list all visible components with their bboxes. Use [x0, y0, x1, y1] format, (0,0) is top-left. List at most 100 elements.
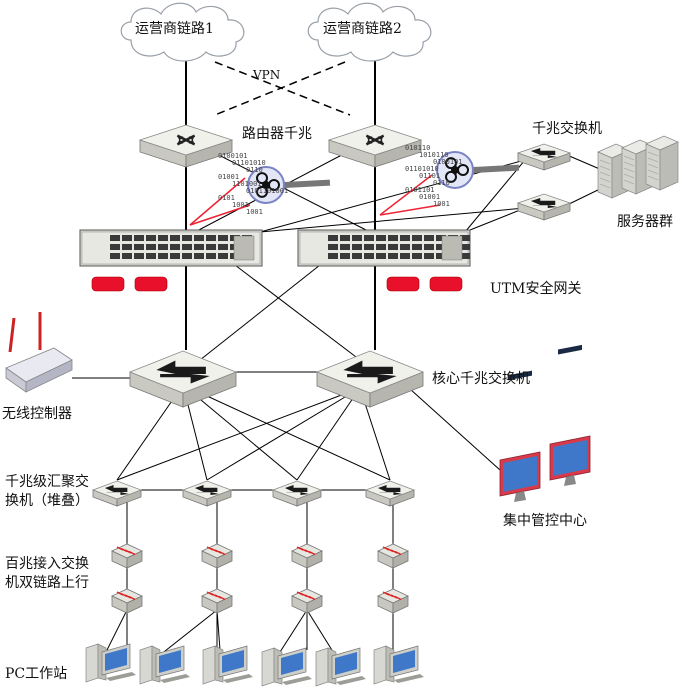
port [146, 253, 156, 259]
arrow-head [377, 135, 384, 141]
port [194, 244, 204, 250]
controller-side [25, 359, 73, 393]
monitor-bar [508, 370, 532, 381]
switch-side [306, 595, 323, 614]
port [194, 253, 204, 259]
pc-screen [159, 650, 181, 673]
pc-workstation [373, 645, 424, 685]
server-slot [647, 163, 659, 169]
pc-workstation [139, 645, 190, 685]
binary-right: 0101101010110010010101101010011010110010… [405, 144, 463, 208]
port [352, 244, 362, 250]
port-led [308, 550, 316, 556]
router-right-icon [327, 124, 423, 168]
arrow [532, 155, 558, 158]
switch-side [306, 550, 323, 569]
port [218, 235, 228, 241]
server-slot [599, 183, 611, 189]
antenna [8, 317, 16, 353]
cloud-label-2: 运营商链路2 [323, 21, 402, 37]
port [110, 253, 120, 259]
pc-keyboard [106, 672, 136, 681]
port [352, 235, 362, 241]
pc-keyboard [336, 676, 366, 685]
connection-line [182, 384, 391, 481]
pc-tower [139, 645, 153, 685]
port [170, 235, 180, 241]
port [424, 235, 434, 241]
port [388, 235, 398, 241]
port [376, 253, 386, 259]
binary-text: 0101101001 [246, 187, 288, 195]
arrow-head [188, 135, 195, 141]
connection-line [296, 387, 361, 481]
port [436, 253, 446, 259]
port [460, 253, 470, 259]
switch-side [126, 595, 143, 614]
port [218, 253, 228, 259]
port [170, 253, 180, 259]
gig-switch-bottom-icon [516, 193, 572, 221]
server-group-label: 服务器群 [617, 214, 673, 230]
port [122, 253, 132, 259]
arrow [347, 374, 397, 384]
server-slot [623, 173, 635, 179]
port [436, 244, 446, 250]
server-side [659, 141, 679, 191]
server-icon [645, 135, 679, 191]
port [460, 235, 470, 241]
port [364, 235, 374, 241]
port [388, 253, 398, 259]
connection-line [566, 154, 603, 171]
security-module-icon [429, 276, 463, 292]
agg-switch-icon [271, 480, 323, 507]
cloud-icon [307, 2, 432, 62]
monitor-right [549, 344, 591, 486]
monitor-stand [514, 491, 526, 502]
binary-left: 0100101011010100110010011101001010110100… [218, 152, 288, 216]
arrow [530, 198, 556, 205]
firewall-stroke [379, 174, 433, 216]
access-switch-icon [111, 543, 143, 569]
access-switch-label-line1: 百兆接入交换 [5, 556, 89, 572]
arrow [156, 360, 206, 374]
pc-workstation [85, 643, 136, 683]
arrow [196, 492, 220, 495]
binary-text: 1001 [246, 208, 263, 216]
switch-side [126, 550, 143, 569]
port [340, 253, 350, 259]
port [218, 244, 228, 250]
firewall-stroke [189, 204, 251, 226]
monitor-bar [558, 344, 582, 355]
connections-group [72, 60, 603, 656]
switch-side [216, 550, 233, 569]
pc-workstation [261, 647, 312, 687]
port [194, 235, 204, 241]
connection-line [259, 207, 526, 233]
access-switch-icon [291, 588, 323, 614]
port [158, 244, 168, 250]
arrow [194, 485, 218, 492]
access-switch-icon [377, 543, 409, 569]
wireless-controller-icon [5, 312, 73, 393]
server-slot [647, 151, 659, 157]
port [328, 235, 338, 241]
cloud-label-1: 运营商链路1 [135, 21, 214, 37]
arrow-head [177, 139, 184, 145]
arrow-head [377, 139, 384, 145]
access-switch-icon [201, 543, 233, 569]
pc-workstation-label: PC工作站 [5, 666, 68, 682]
firewall-stroke [189, 177, 246, 226]
firewall-stroke [379, 204, 441, 216]
server-slot [623, 155, 635, 161]
server-slot [623, 179, 635, 185]
port [400, 235, 410, 241]
server-front [597, 151, 613, 199]
agg-switch-icon [181, 480, 233, 507]
port [400, 244, 410, 250]
port [328, 244, 338, 250]
switch-side [216, 595, 233, 614]
arrow-head [188, 139, 195, 145]
central-control-label: 集中管控中心 [503, 513, 587, 529]
